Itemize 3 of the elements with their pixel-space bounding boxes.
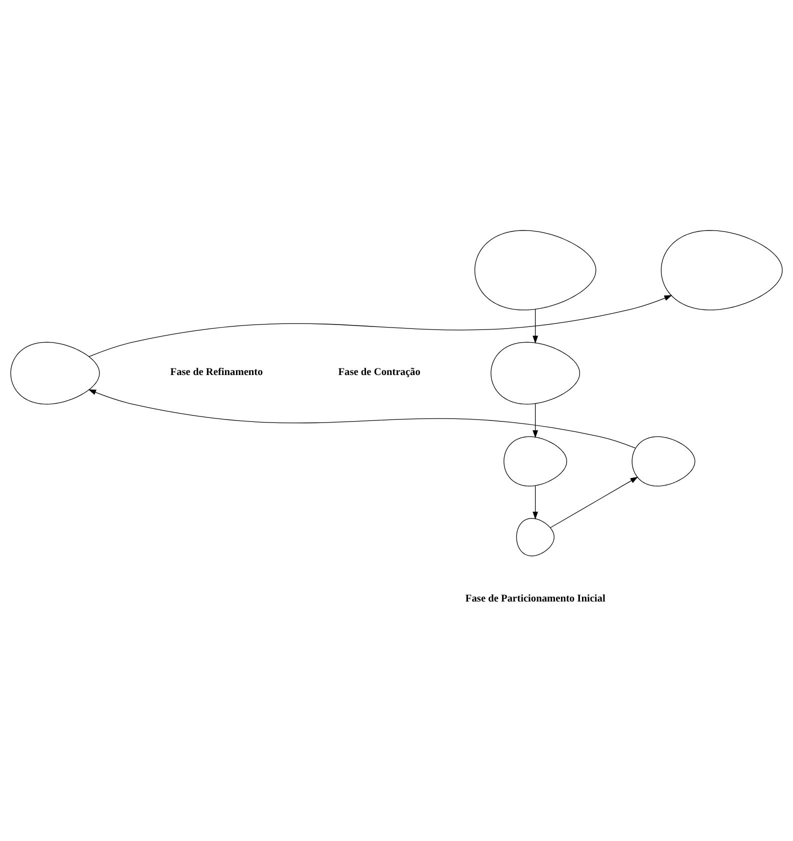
- label: Fase de Refinamento: [170, 366, 263, 378]
- label: Fase de Contração: [338, 366, 420, 378]
- label: Fase de Particionamento Inicial: [465, 593, 606, 604]
